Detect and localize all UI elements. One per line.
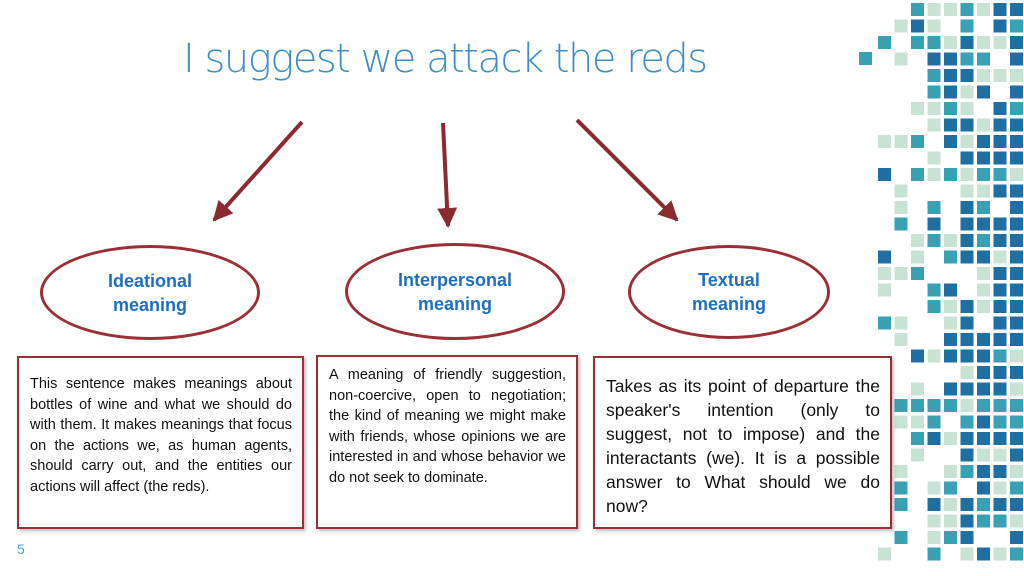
interpersonal-node-label: Interpersonal meaning — [397, 269, 513, 314]
arrow-to-interpersonal — [437, 122, 458, 228]
interpersonal-description: A meaning of friendly suggestion, non-co… — [316, 355, 578, 529]
ideational-description-text: This sentence makes meanings about bottl… — [30, 376, 292, 495]
arrow-to-textual — [575, 118, 679, 222]
textual-node: Textual meaning — [628, 245, 830, 339]
ideational-node-label: Ideational meaning — [107, 270, 192, 315]
slide-title: I suggest we attack the reds — [183, 36, 708, 82]
ideational-description: This sentence makes meanings about bottl… — [17, 356, 304, 529]
textual-description: Takes as its point of departure the spea… — [593, 356, 892, 529]
arrow-to-ideational — [212, 120, 304, 222]
textual-description-text: Takes as its point of departure the spea… — [606, 376, 880, 516]
textual-node-label: Textual meaning — [691, 270, 766, 314]
interpersonal-description-text: A meaning of friendly suggestion, non-co… — [329, 367, 566, 486]
ideational-node: Ideational meaning — [40, 245, 260, 340]
page-number: 5 — [17, 541, 25, 557]
interpersonal-node: Interpersonal meaning — [345, 243, 565, 340]
